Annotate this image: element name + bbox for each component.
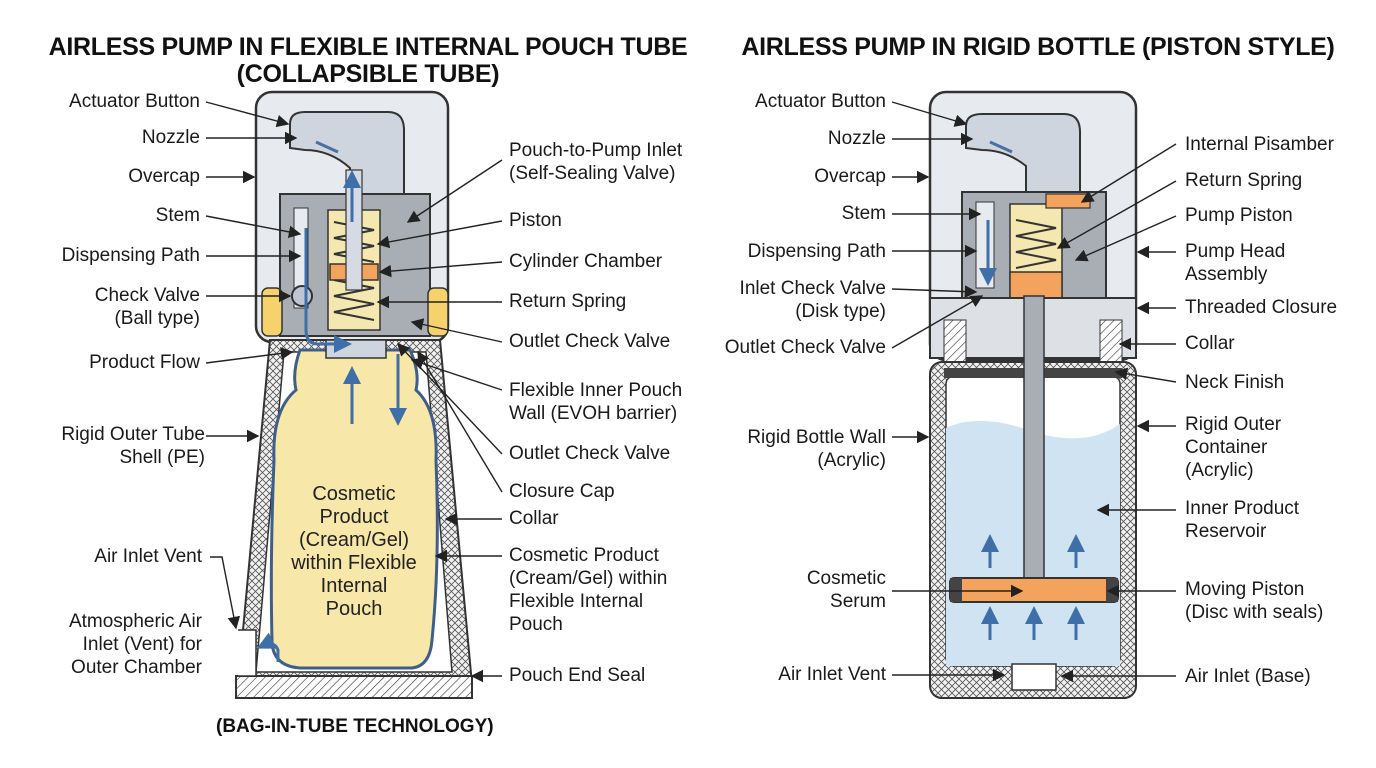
- label-r-air-inlet-vent: Air Inlet Vent: [778, 664, 886, 685]
- label-stem: Stem: [155, 205, 200, 226]
- label-r-outlet-check-valve: Outlet Check Valve: [724, 337, 886, 358]
- label-r-neck-finish: Neck Finish: [1185, 372, 1285, 393]
- label-closure-cap: Closure Cap: [509, 481, 615, 502]
- label-r-rigid-bottle-wall: Rigid Bottle Wall(Acrylic): [747, 427, 886, 471]
- label-actuator-button: Actuator Button: [69, 91, 200, 112]
- label-return-spring: Return Spring: [509, 291, 627, 312]
- right-device: [928, 90, 1138, 699]
- label-piston: Piston: [509, 210, 562, 231]
- label-outlet-check-valve: Outlet Check Valve: [509, 331, 671, 352]
- label-dispensing-path: Dispensing Path: [61, 245, 200, 266]
- label-product-flow: Product Flow: [89, 352, 200, 373]
- label-r-overcap: Overcap: [814, 166, 886, 187]
- left-title-line1: AIRLESS PUMP IN FLEXIBLE INTERNAL POUCH …: [48, 33, 688, 61]
- left-device: [235, 90, 474, 699]
- label-r-moving-piston: Moving Piston(Disc with seals): [1185, 579, 1324, 623]
- left-footer: (BAG-IN-TUBE TECHNOLOGY): [216, 716, 494, 737]
- label-check-valve: Check Valve(Ball type): [94, 285, 200, 329]
- label-outlet-check-valve-2: Outlet Check Valve: [509, 443, 671, 464]
- label-pouch-end-seal: Pouch End Seal: [509, 665, 646, 686]
- label-r-nozzle: Nozzle: [827, 128, 886, 149]
- inner-text-line: Pouch: [325, 598, 383, 620]
- label-r-pump-piston: Pump Piston: [1185, 205, 1293, 226]
- inner-text-line: Internal: [320, 575, 388, 597]
- label-overcap: Overcap: [128, 166, 200, 187]
- label-r-dispensing-path: Dispensing Path: [747, 241, 886, 262]
- left-inner-product-text: Cosmetic Product (Cream/Gel) within Flex…: [270, 483, 438, 621]
- left-title: AIRLESS PUMP IN FLEXIBLE INTERNAL POUCH …: [40, 34, 696, 88]
- label-r-actuator-button: Actuator Button: [755, 91, 886, 112]
- label-r-internal-pisamber: Internal Pisamber: [1185, 134, 1334, 155]
- label-r-collar: Collar: [1185, 333, 1235, 354]
- inner-text-line: Product: [319, 506, 389, 528]
- label-air-inlet-vent: Air Inlet Vent: [94, 546, 202, 567]
- inner-text-line: (Cream/Gel): [298, 529, 409, 551]
- label-nozzle: Nozzle: [141, 127, 200, 148]
- label-collar: Collar: [509, 508, 559, 529]
- label-r-air-inlet-base: Air Inlet (Base): [1185, 666, 1311, 687]
- right-title: AIRLESS PUMP IN RIGID BOTTLE (PISTON STY…: [730, 34, 1346, 61]
- right-title-text: AIRLESS PUMP IN RIGID BOTTLE (PISTON STY…: [741, 33, 1335, 61]
- inner-text-line: Cosmetic: [312, 483, 396, 505]
- label-pouch-to-pump-inlet: Pouch-to-Pump Inlet(Self-Sealing Valve): [509, 140, 683, 184]
- label-r-stem: Stem: [841, 203, 886, 224]
- label-r-inlet-check-valve: Inlet Check Valve(Disk type): [739, 278, 886, 322]
- inner-text-line: within Flexible: [291, 552, 417, 574]
- left-title-line2: (COLLAPSIBLE TUBE): [236, 60, 500, 88]
- label-r-threaded-closure: Threaded Closure: [1185, 297, 1338, 318]
- label-r-return-spring: Return Spring: [1185, 170, 1303, 191]
- left-leaders: [205, 101, 503, 683]
- right-leaders: [891, 101, 1177, 683]
- label-cylinder-chamber: Cylinder Chamber: [509, 251, 663, 272]
